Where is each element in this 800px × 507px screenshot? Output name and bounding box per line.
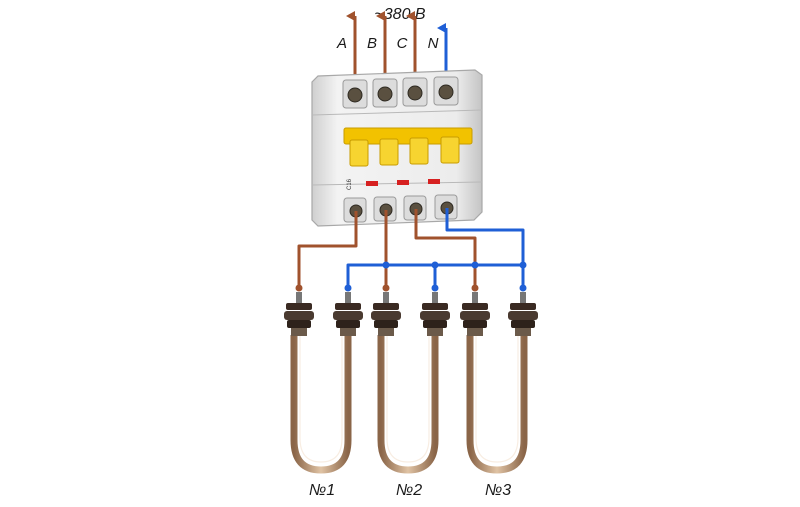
heater-2-terminal-right (420, 292, 450, 336)
heater-2 (371, 292, 450, 474)
toggle-bar (343, 127, 473, 145)
heater-2-tube (377, 335, 439, 474)
junction-dots (295, 261, 527, 292)
heater-3-terminal-right (508, 292, 538, 336)
heater-1 (284, 292, 363, 474)
heater-1-tube (290, 335, 352, 474)
heater-label-2: №2 (396, 482, 422, 499)
phase-label-a: A (336, 35, 347, 52)
voltage-label: ~380 В (374, 6, 425, 23)
heater-2-terminal-left (371, 292, 401, 336)
top-terminals (342, 76, 459, 109)
status-indicators (366, 179, 440, 186)
heater-3-tube (466, 335, 528, 474)
phase-label-b: B (367, 35, 377, 52)
circuit-breaker: C16 (311, 69, 483, 227)
heater-1-terminal-right (333, 292, 363, 336)
heater-label-3: №3 (485, 482, 511, 499)
phase-label-n: N (428, 35, 439, 52)
toggle-levers (349, 136, 460, 167)
heater-1-terminal-left (284, 292, 314, 336)
neutral-riser (445, 208, 525, 265)
phase-label-c: C (397, 35, 408, 52)
phase-wire-1 (297, 211, 358, 288)
breaker-rating: C16 (347, 178, 353, 190)
heater-3-terminal-left (460, 292, 490, 336)
heater-3 (460, 292, 538, 474)
heater-label-1: №1 (309, 482, 335, 499)
